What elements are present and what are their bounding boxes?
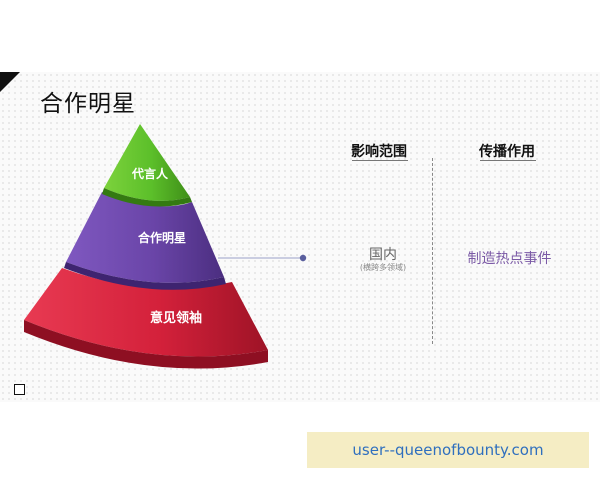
- header-scope: 影响范围: [351, 144, 407, 160]
- pyramid-tier-middle: [66, 192, 224, 283]
- header-scope-underline: [352, 160, 408, 161]
- pyramid-tier-middle-edge: [64, 262, 226, 290]
- scope-note: (横跨多领域): [359, 263, 407, 272]
- corner-triangle-decoration: [0, 72, 20, 92]
- pyramid-tier-bottom: [24, 268, 268, 357]
- watermark-banner: user--queenofbounty.com: [307, 432, 589, 468]
- role-value: 制造热点事件: [467, 251, 552, 267]
- pyramid-label-bottom: 意见领袖: [150, 310, 202, 326]
- header-role: 传播作用: [479, 144, 535, 160]
- pyramid-tier-top: [104, 124, 190, 201]
- pyramid-label-top: 代言人: [131, 166, 169, 181]
- checkbox-square[interactable]: [14, 384, 25, 395]
- pyramid-tier-top-edge: [102, 188, 192, 207]
- pyramid-tier-bottom-edge: [24, 320, 268, 369]
- connector-dot: [299, 254, 307, 262]
- header-role-underline: [480, 160, 536, 161]
- pyramid-label-middle: 合作明星: [138, 230, 186, 245]
- scope-value: 国内: [369, 247, 397, 263]
- slide-title: 合作明星: [40, 91, 136, 117]
- column-divider: [432, 158, 433, 344]
